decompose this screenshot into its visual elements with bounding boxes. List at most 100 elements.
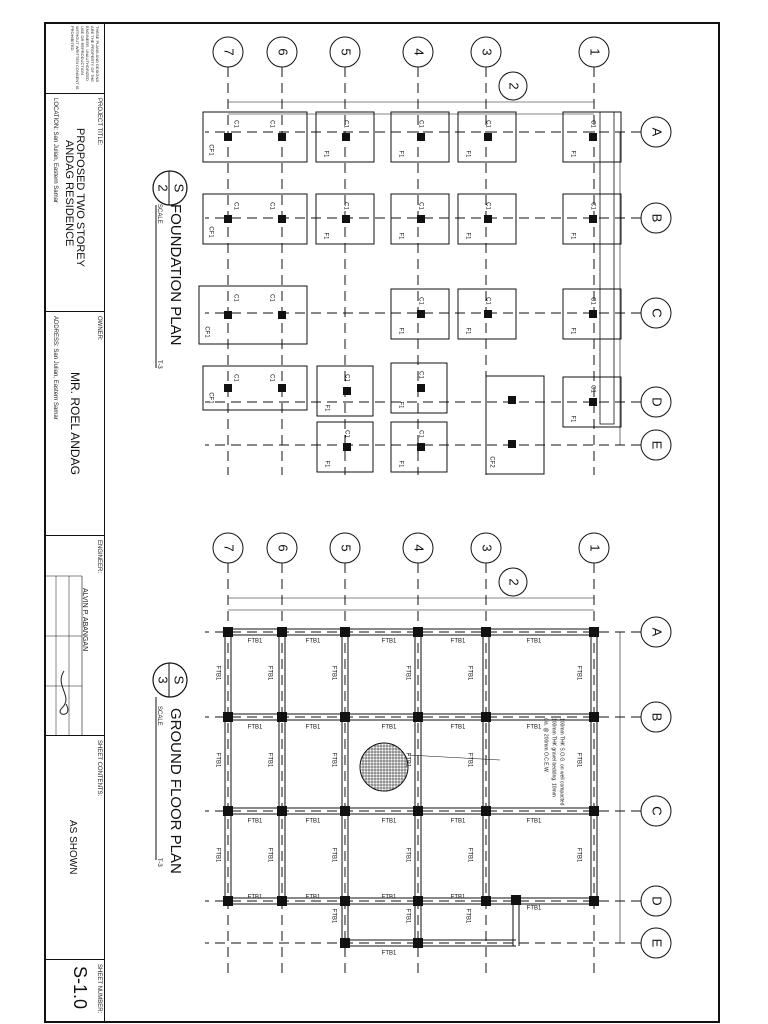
column-label: C1 <box>484 202 490 210</box>
combined-footing <box>198 285 308 345</box>
footing-label: F1 <box>569 327 575 335</box>
tie-beam-label: FTB1 <box>266 848 272 863</box>
ground-floor-section-letter: S <box>172 676 187 685</box>
column-mark <box>508 440 516 448</box>
column-label: C1 <box>484 297 490 305</box>
column-mark <box>340 896 350 906</box>
tie-beam-label: FTB1 <box>306 819 321 825</box>
footing-label: F1 <box>397 460 403 468</box>
column-mark <box>342 133 350 141</box>
column-label: C1 <box>268 374 274 382</box>
column-mark <box>278 215 286 223</box>
column-label: C1 <box>589 202 595 210</box>
tie-beam-label: FTB1 <box>382 895 397 901</box>
disclaimer-cell: THESE PLANS AND DESIGNS ARE THE PROPERTY… <box>44 22 105 94</box>
column-label: C1 <box>417 120 423 128</box>
footing-label: F1 <box>397 401 403 409</box>
project-title-cell: PROJECT TITLE: PROPOSED TWO STOREY ANDAG… <box>44 94 105 312</box>
column-mark <box>224 215 232 223</box>
tie-beam-label: FTB1 <box>330 753 336 768</box>
footing-label: F1 <box>569 232 575 240</box>
foundation-grid-number-3: 3 <box>480 48 495 55</box>
tie-beam-label: FTB1 <box>266 753 272 768</box>
column-mark <box>481 896 491 906</box>
column-mark <box>589 133 597 141</box>
column-label: C1 <box>417 202 423 210</box>
ground-floor-grid-letter-B: B <box>650 713 665 722</box>
tie-beam-label: FTB1 <box>464 909 470 924</box>
engineer-info-grid <box>44 575 83 736</box>
tie-beam-label: FTB1 <box>248 819 263 825</box>
footing-pad <box>562 288 622 340</box>
footing-pad <box>316 365 374 417</box>
footing-label: F1 <box>323 460 329 468</box>
ground-floor-section-number: 3 <box>156 676 171 683</box>
column-mark <box>278 384 286 392</box>
column-mark <box>589 215 597 223</box>
footing-label: F1 <box>397 327 403 335</box>
tie-beam-label: FTB1 <box>330 666 336 681</box>
footing-pad <box>457 111 517 163</box>
column-mark <box>511 895 521 905</box>
tie-beam-label: FTB1 <box>248 895 263 901</box>
column-label: C1 <box>589 120 595 128</box>
tie-beam-label: FTB1 <box>382 639 397 645</box>
ground-floor-grid-number-5: 5 <box>339 544 354 551</box>
column-mark <box>413 806 423 816</box>
footing-pad <box>457 288 517 340</box>
drawing-frame <box>44 22 720 1023</box>
footing-label: F1 <box>464 232 470 240</box>
title-block: THESE PLANS AND DESIGNS ARE THE PROPERTY… <box>44 22 105 1023</box>
column-mark <box>340 806 350 816</box>
footing-pad <box>390 362 448 414</box>
foundation-grid-number-4: 4 <box>412 48 427 55</box>
column-mark <box>413 627 423 637</box>
tie-beam-label: FTB1 <box>466 848 472 863</box>
foundation-section-symbol <box>152 170 188 206</box>
column-mark <box>417 215 425 223</box>
tie-beam-label: FTB1 <box>214 848 220 863</box>
column-mark <box>481 806 491 816</box>
column-mark <box>484 310 492 318</box>
engineer-cell: ENGINEER: ALVIN P. ABANGAN <box>44 536 105 736</box>
column-mark <box>342 215 350 223</box>
column-mark <box>340 712 350 722</box>
combined-footing-cf2 <box>485 375 545 475</box>
tie-beam-label: FTB1 <box>466 753 472 768</box>
combined-footing-label: CF1 <box>203 326 209 338</box>
footing-label: F1 <box>322 232 328 240</box>
tie-beam-label: FTB1 <box>330 848 336 863</box>
ground-floor-grid-letter-D: D <box>650 896 665 905</box>
footing-pad <box>390 288 450 340</box>
column-mark <box>484 215 492 223</box>
column-mark <box>481 627 491 637</box>
column-mark <box>413 938 423 948</box>
combined-footing <box>202 111 308 163</box>
column-label: C1 <box>417 297 423 305</box>
foundation-section-letter: S <box>172 184 187 193</box>
ground-floor-grid-letter-E: E <box>650 939 665 948</box>
column-label: C1 <box>232 374 238 382</box>
slab-note-text: 100mm THK S.O.G. on well compacted <box>559 718 565 806</box>
combined-footing <box>202 193 308 245</box>
footing-label: F1 <box>397 232 403 240</box>
footing-label: F1 <box>322 150 328 158</box>
column-mark <box>589 627 599 637</box>
column-label: C1 <box>417 371 423 379</box>
column-mark <box>277 806 287 816</box>
combined-footing <box>202 365 308 411</box>
footing-pad <box>316 421 374 473</box>
foundation-grid-letter-B: B <box>650 214 665 223</box>
column-mark <box>340 938 350 948</box>
ground-floor-grid-letter-A: A <box>650 628 665 637</box>
slab-hatch-symbol <box>359 742 409 792</box>
foundation-section-number: 2 <box>156 184 171 191</box>
slab-note-text: 100mm THK gravel bedding. 10mm <box>551 718 557 797</box>
column-label: C1 <box>342 120 348 128</box>
tie-beam-label: FTB1 <box>575 753 581 768</box>
footing-label: F1 <box>323 404 329 412</box>
column-mark <box>340 627 350 637</box>
column-mark <box>223 806 233 816</box>
ground-floor-section-symbol <box>152 662 188 698</box>
